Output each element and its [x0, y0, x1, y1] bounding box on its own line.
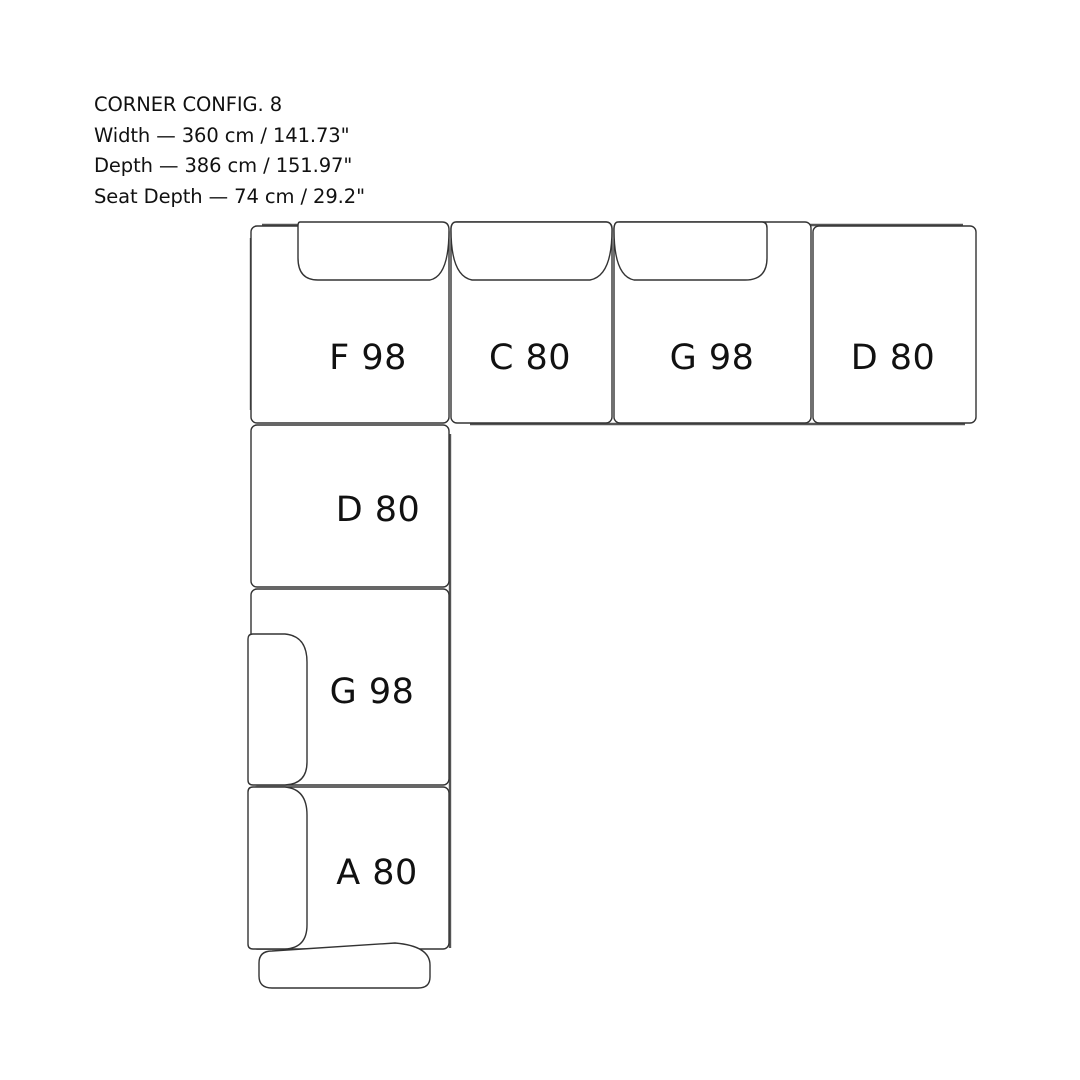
module-label-d80-top: D 80 — [851, 338, 936, 378]
spec-seat-depth: Seat Depth — 74 cm / 29.2" — [94, 184, 365, 208]
backrest-cushion-f98 — [297, 221, 450, 281]
module-f98-top: F 98 — [250, 221, 450, 424]
module-label-d80-left: D 80 — [336, 490, 421, 530]
side-cushion-a80 — [247, 786, 308, 950]
module-d80-left: D 80 — [250, 424, 450, 588]
backrest-cushion-g98 — [613, 221, 768, 281]
config-title: CORNER CONFIG. 8 — [94, 93, 283, 116]
module-label-g98-left: G 98 — [330, 672, 415, 712]
module-c80-top: C 80 — [450, 221, 613, 424]
module-d80-top: D 80 — [812, 225, 977, 424]
config-specs: CORNER CONFIG. 8 Width — 360 cm / 141.73… — [94, 90, 365, 212]
module-label-c80-top: C 80 — [489, 338, 571, 378]
module-label-g98-top: G 98 — [670, 338, 755, 378]
module-d80-seat — [812, 225, 977, 424]
module-g98-top: G 98 — [613, 221, 812, 424]
module-g98-left: G 98 — [247, 588, 450, 786]
spec-depth: Depth — 386 cm / 151.97" — [94, 154, 353, 177]
armrest-cushion-a80 — [258, 942, 431, 989]
side-cushion-g98 — [247, 633, 308, 786]
module-d80-left-seat — [250, 424, 450, 588]
module-a80-left: A 80 — [247, 786, 450, 989]
spec-width: Width — 360 cm / 141.73" — [94, 123, 350, 147]
module-label-f98-top: F 98 — [329, 338, 407, 378]
backrest-cushion-c80 — [450, 221, 613, 281]
module-label-a80-left: A 80 — [336, 853, 418, 893]
